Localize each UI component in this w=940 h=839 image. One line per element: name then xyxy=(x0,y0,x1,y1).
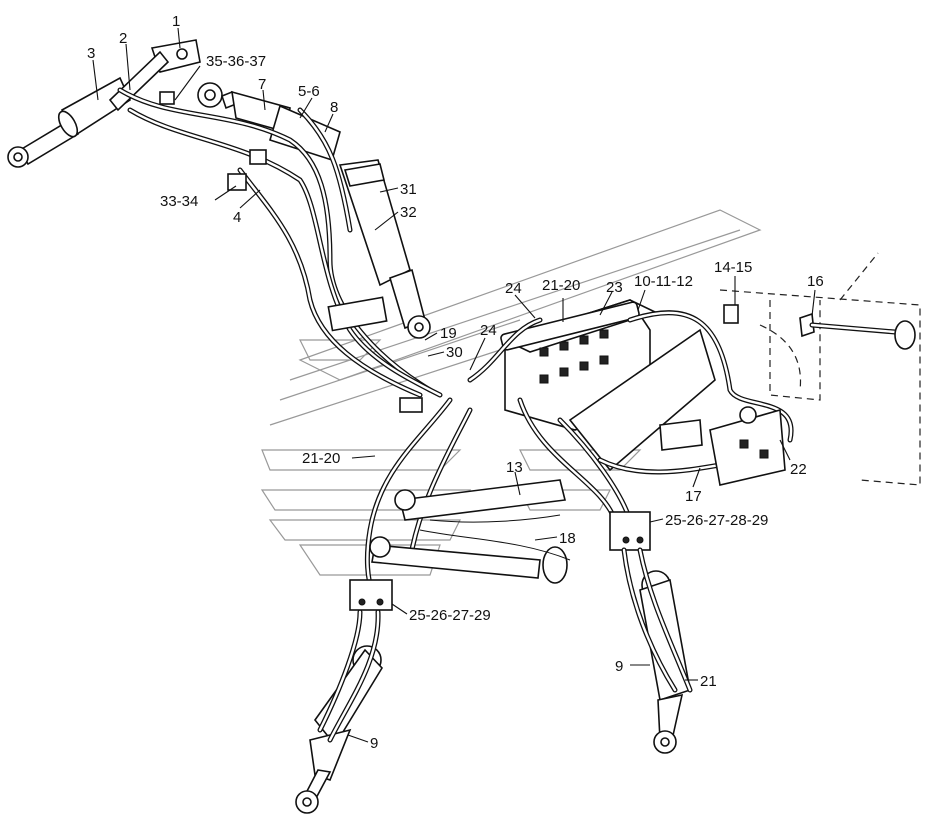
callout-21-20-left: 21-20 xyxy=(302,450,340,467)
callout-17: 17 xyxy=(685,488,702,505)
callout-31: 31 xyxy=(400,181,417,198)
callout-10-11-12: 10-11-12 xyxy=(634,273,693,290)
top-mount xyxy=(108,39,201,112)
callout-25-26-27-28-29: 25-26-27-28-29 xyxy=(665,512,768,529)
outrigger-cylinder-right xyxy=(621,547,693,754)
callout-9-left: 9 xyxy=(370,735,378,752)
callout-8: 8 xyxy=(330,99,338,116)
callout-5-6: 5-6 xyxy=(298,83,320,100)
control-valve xyxy=(500,299,716,472)
lower-lines xyxy=(369,479,571,584)
boom-hoses xyxy=(117,87,443,398)
callout-33-34: 33-34 xyxy=(160,193,198,210)
callout-23: 23 xyxy=(606,279,623,296)
callout-25-26-27-29: 25-26-27-29 xyxy=(409,607,491,624)
callout-24-mid: 24 xyxy=(480,322,497,339)
callout-13: 13 xyxy=(506,459,523,476)
callout-21: 21 xyxy=(700,673,717,690)
valve-ports xyxy=(539,329,609,384)
valve-hoses xyxy=(364,310,794,593)
cab-outline xyxy=(719,252,921,486)
callout-22: 22 xyxy=(790,461,807,478)
callout-30: 30 xyxy=(446,344,463,361)
leader-lines xyxy=(92,27,816,743)
callout-9-right: 9 xyxy=(615,658,623,675)
callout-labels: 1 2 3 35-36-37 7 5-6 8 31 33-34 4 32 24 … xyxy=(87,13,824,752)
outrigger-cylinder-left xyxy=(295,609,384,814)
callout-3: 3 xyxy=(87,45,95,62)
callout-2: 2 xyxy=(119,30,127,47)
boom-cylinder-left xyxy=(7,76,132,168)
callout-35-36-37: 35-36-37 xyxy=(206,53,266,70)
bucket-cylinder xyxy=(338,159,431,339)
hose-clamps xyxy=(159,91,423,413)
cab-hose xyxy=(723,304,916,350)
callout-16: 16 xyxy=(807,273,824,290)
callout-1: 1 xyxy=(172,13,180,30)
callout-21-20-top: 21-20 xyxy=(542,277,580,294)
callout-4: 4 xyxy=(233,209,241,226)
arm-cylinder xyxy=(197,82,341,162)
callout-32: 32 xyxy=(400,204,417,221)
callout-19: 19 xyxy=(440,325,457,342)
pilot-valve xyxy=(659,406,786,486)
callout-24-top: 24 xyxy=(505,280,522,297)
junction-blocks xyxy=(349,511,651,611)
callout-14-15: 14-15 xyxy=(714,259,752,276)
callout-7: 7 xyxy=(258,76,266,93)
callout-18: 18 xyxy=(559,530,576,547)
